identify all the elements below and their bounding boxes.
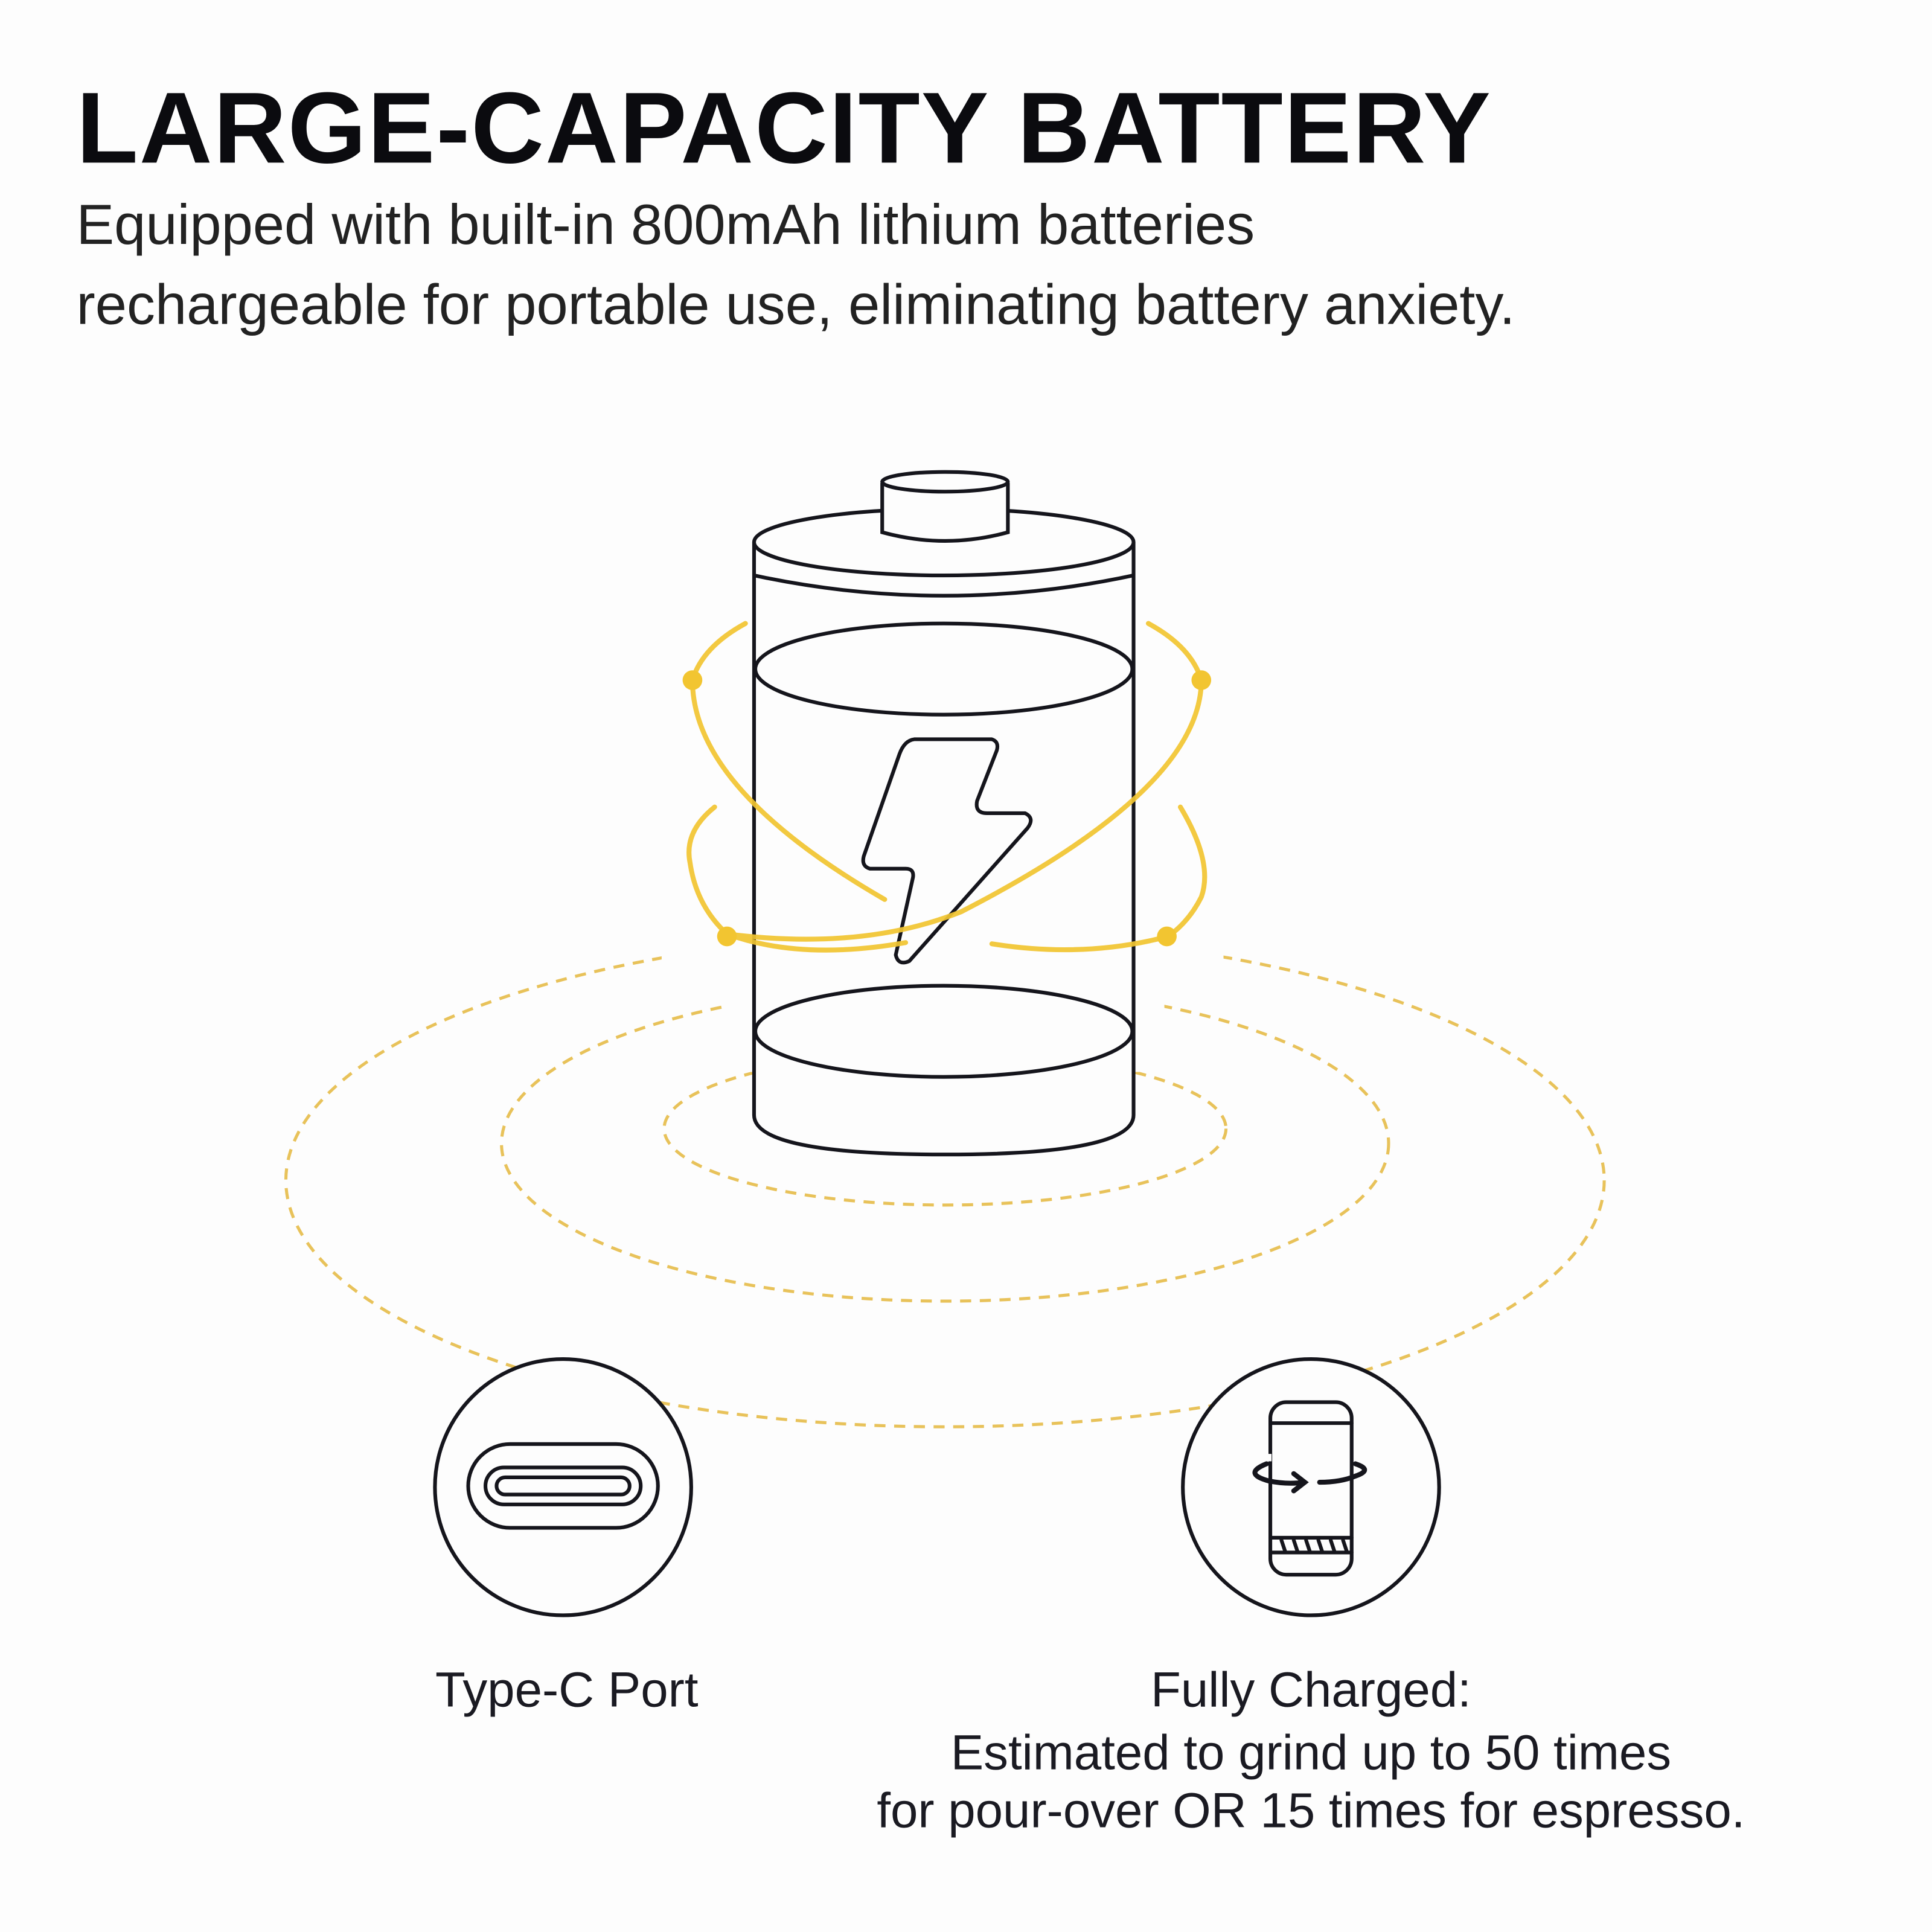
battery-icon (752, 470, 1136, 1157)
middle-ring (500, 984, 1390, 1303)
lightning-bolt-icon (861, 737, 1033, 965)
fully-charged-line-2: Estimated to grind up to 50 times (950, 1726, 1672, 1780)
fully-charged-label: Fully Charged: (1150, 1663, 1471, 1718)
outer-ring (284, 932, 1606, 1428)
orbit-dots (682, 670, 1212, 947)
type-c-port-label: Type-C Port (435, 1663, 699, 1718)
subtitle-line-1: Equipped with built-in 800mAh lithium ba… (76, 192, 1255, 257)
subtitle-line-2: rechargeable for portable use, eliminati… (76, 272, 1515, 337)
phone-rotate-icon (1181, 1357, 1441, 1617)
charge-orbits (686, 621, 1208, 953)
fully-charged-line-3: for pour-over OR 15 times for espresso. (877, 1784, 1745, 1838)
page-title: LARGE-CAPACITY BATTERY (76, 72, 1492, 185)
usb-c-port-icon (433, 1357, 693, 1617)
